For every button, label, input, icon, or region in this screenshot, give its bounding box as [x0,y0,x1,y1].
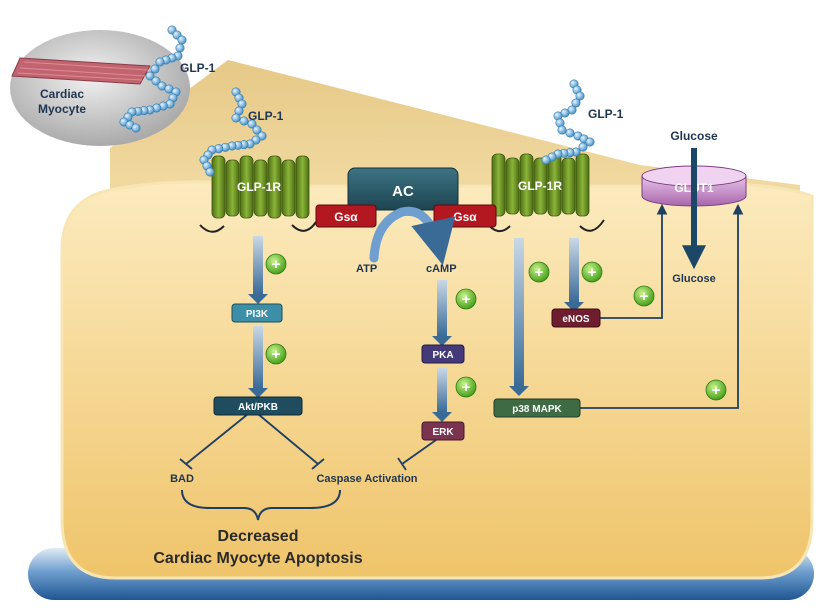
glp1-left-peptide-icon [199,87,267,177]
arrow-to-pka [437,280,447,336]
glp1r-right-label: GLP-1R [518,179,562,193]
myocyte-inset: Cardiac Myocyte GLP-1 [10,25,216,146]
akt-node: Akt/PKB [213,396,303,416]
p38-mapk-label: p38 MAPK [512,404,562,415]
myocyte-label-line2: Myocyte [38,102,86,116]
gs-alpha-left-label: Gsα [334,210,358,224]
adenylyl-cyclase: AC [347,167,459,211]
outcome-title-line2: Cardiac Myocyte Apoptosis [153,550,362,567]
outcome-title-line1: Decreased [218,528,299,545]
gs-alpha-right: Gsα [433,204,497,228]
activation-plus-label: + [272,256,281,273]
pi3k-node: PI3K [231,303,283,323]
gs-alpha-left: Gsα [315,204,377,228]
glucose-inside-label: Glucose [672,273,715,285]
inset-disc [10,30,190,146]
inhibition-lines [179,413,437,471]
enos-to-glut1-arrow [600,203,668,319]
receptor-loops-left [199,221,317,233]
activation-plus-label: + [640,288,649,305]
caspase-activation-label: Caspase Activation [316,473,417,485]
glp1-right-peptide-icon [541,79,595,165]
p38-to-glut1-arrow [580,203,744,409]
erk-inhibits-caspase [401,439,437,465]
activation-plus-label: + [535,264,544,281]
ac-label: AC [392,183,414,200]
erk-label: ERK [432,427,454,438]
enos-label: eNOS [562,314,590,325]
activation-badges: + + + + + + + + [265,253,727,401]
myocyte-label-line1: Cardiac [40,87,84,101]
activation-plus-icon: + [633,285,655,307]
pka-label: PKA [432,350,453,361]
myocyte-cell-icon [11,57,151,85]
atp-to-camp-arrow [369,206,456,266]
activation-plus-icon: + [528,261,550,283]
glucose-outside-label: Glucose [670,129,718,143]
activation-plus-label: + [462,291,471,308]
erk-node: ERK [421,421,465,441]
arrow-to-pi3k [253,236,263,294]
glp1r-left: GLP-1R GLP-1 [199,87,310,219]
glp1r-left-label: GLP-1R [237,180,281,194]
inset-glp1-label: GLP-1 [180,61,216,75]
glp1r-right: GLP-1R GLP-1 [491,79,624,217]
glut1-transporter: Glucose GLUT1 Glucose [641,129,747,285]
arrow-to-erk [437,368,447,412]
activation-plus-icon: + [265,253,287,275]
activation-plus-icon: + [455,288,477,310]
bad-label: BAD [170,473,194,485]
glp1-peptide-icon [119,25,187,133]
glp1-right-label: GLP-1 [588,107,624,121]
outcome-bracket [181,489,341,521]
pi3k-label: PI3K [246,309,269,320]
enos-node: eNOS [551,308,601,328]
activation-plus-label: + [272,346,281,363]
arrow-to-p38 [514,238,524,386]
glp1r-left-helices [211,155,310,219]
arrow-to-enos [569,238,579,302]
akt-label: Akt/PKB [238,402,278,413]
akt-inhibits-bad [185,413,249,465]
activation-plus-label: + [712,382,721,399]
camp-label: cAMP [426,263,457,275]
activation-plus-icon: + [265,343,287,365]
activation-plus-icon: + [705,379,727,401]
activation-plus-icon: + [455,376,477,398]
gs-alpha-right-label: Gsα [453,210,477,224]
activation-plus-label: + [588,264,597,281]
atp-label: ATP [356,263,377,275]
activation-plus-label: + [462,379,471,396]
p38-mapk-node: p38 MAPK [493,398,581,418]
pka-node: PKA [421,344,465,364]
akt-inhibits-caspase [257,413,319,465]
arrow-to-akt [253,326,263,388]
activation-plus-icon: + [581,261,603,283]
glp1r-right-helices [491,153,590,217]
glp1-left-label: GLP-1 [248,109,284,123]
